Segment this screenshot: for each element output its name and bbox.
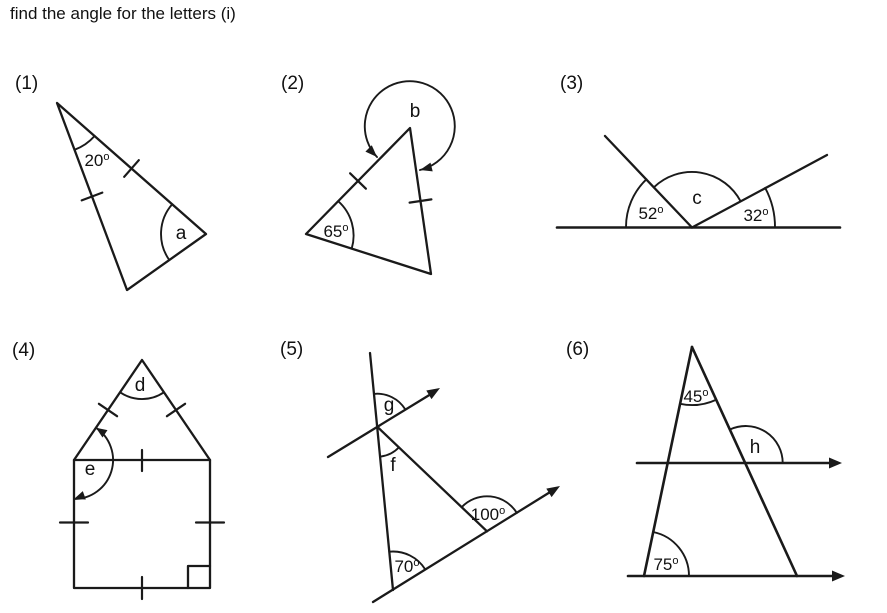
problem-4-figure: (4) d e	[12, 340, 226, 601]
triangle-right-side	[690, 345, 799, 578]
angle-arc-g	[373, 392, 407, 411]
angle-label-h: h	[750, 437, 761, 458]
right-ray	[690, 153, 829, 229]
angle-label-20: 20o	[84, 151, 109, 170]
angle-arc-c	[653, 171, 742, 203]
tick-mark	[349, 172, 367, 190]
angle-arc-70	[388, 550, 427, 571]
degree-superscript: o	[103, 151, 109, 163]
worksheet-title: find the angle for the letters (i)	[10, 4, 236, 23]
tick-mark	[165, 402, 187, 418]
degree-superscript: o	[413, 557, 419, 569]
angle-arc-100	[460, 495, 518, 514]
problem-2-figure: (2) 65o b	[281, 73, 456, 276]
problem-4-number: (4)	[12, 340, 35, 361]
problem-3-figure: (3) 52o c 32o	[555, 73, 842, 229]
angle-label-g: g	[384, 395, 395, 416]
problem-5-figure: (5) g f 100o 70o	[280, 339, 560, 604]
degree-superscript: o	[702, 387, 708, 399]
angle-label-75: 75o	[653, 555, 678, 574]
problem-1-number: (1)	[15, 73, 38, 94]
arrowhead	[95, 427, 108, 438]
angle-arc-f	[379, 446, 400, 458]
angle-label-45: 45o	[683, 387, 708, 406]
angle-label-100: 100o	[471, 505, 506, 524]
problem-5-number: (5)	[280, 339, 303, 360]
angle-arc-32	[764, 186, 776, 229]
angle-arc-d	[119, 391, 165, 400]
arrowhead	[426, 388, 440, 400]
tick-mark	[97, 402, 119, 418]
angle-label-c: c	[692, 188, 702, 209]
angle-arc-a	[160, 203, 174, 261]
reflex-angle-arc-b	[363, 80, 456, 171]
right-angle-marker	[186, 564, 212, 590]
angle-arc-20	[73, 135, 96, 151]
degree-superscript: o	[342, 222, 348, 234]
degree-superscript: o	[499, 505, 505, 517]
angle-label-b: b	[410, 101, 421, 122]
degree-superscript: o	[657, 204, 663, 216]
angle-arc-e	[73, 426, 114, 500]
angle-label-a: a	[176, 223, 187, 244]
tick-mark	[123, 159, 140, 178]
problem-3-number: (3)	[560, 73, 583, 94]
problem-6-figure: (6) 45o h 75o	[566, 339, 845, 582]
arrowhead	[829, 457, 842, 469]
bottom-ray	[371, 490, 553, 604]
tick-mark	[408, 198, 433, 204]
arrowhead	[74, 491, 86, 500]
angle-arc-h	[729, 425, 784, 464]
angle-arc-65	[337, 200, 355, 250]
degree-superscript: o	[672, 555, 678, 567]
degree-superscript: o	[762, 206, 768, 218]
angle-arc-52	[625, 178, 648, 229]
triangle-left-side	[642, 345, 694, 578]
problem-2-number: (2)	[281, 73, 304, 94]
problem-1-figure: (1) 20o a	[15, 73, 208, 292]
near-vertical-line	[368, 351, 395, 592]
angle-label-e: e	[85, 459, 96, 480]
angle-label-32: 32o	[743, 206, 768, 225]
triangle-outline	[55, 101, 208, 292]
arrowhead	[546, 486, 560, 498]
angle-label-70: 70o	[394, 557, 419, 576]
tick-mark	[80, 191, 104, 202]
problem-6-number: (6)	[566, 339, 589, 360]
angle-label-d: d	[135, 375, 146, 396]
left-ray	[603, 134, 694, 229]
arrowhead	[365, 145, 377, 157]
angle-label-52: 52o	[638, 204, 663, 223]
diagonal-line	[376, 425, 489, 533]
angle-arc-75	[652, 531, 690, 577]
arrowhead	[832, 570, 845, 582]
arrowhead	[420, 162, 433, 172]
upper-ray	[326, 392, 433, 459]
angle-label-65: 65o	[323, 222, 348, 241]
angle-arc-45	[679, 398, 718, 406]
angle-label-f: f	[390, 455, 396, 476]
